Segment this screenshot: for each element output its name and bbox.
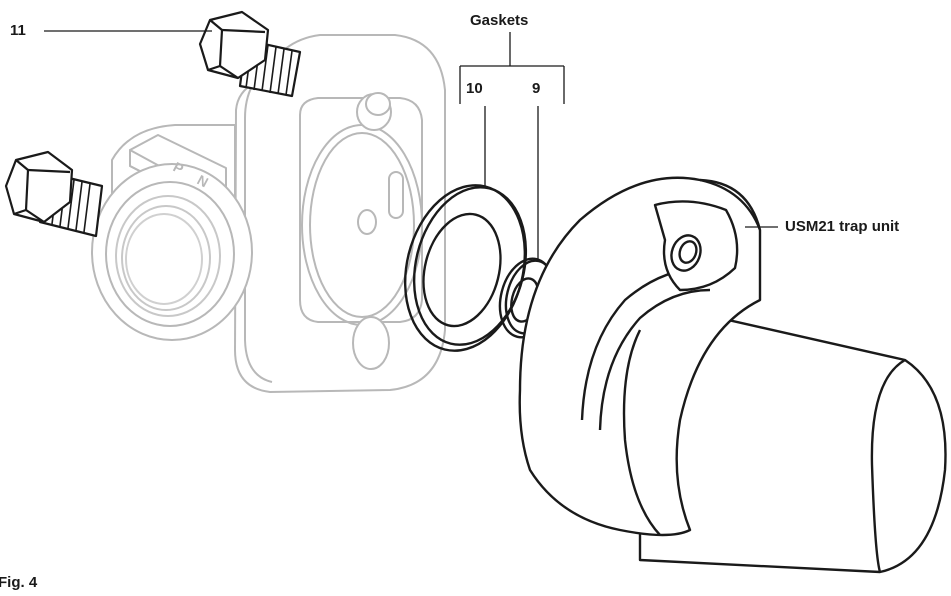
gaskets-bracket: [459, 32, 565, 104]
connector-flange: [234, 34, 446, 393]
bottom-hole: [352, 316, 390, 370]
label-trap-unit: USM21 trap unit: [785, 218, 900, 235]
label-gasket-9: 9: [532, 80, 541, 97]
bolt-head-upper: [198, 10, 270, 80]
threaded-port: [91, 163, 253, 341]
bolt-lower: [4, 150, 104, 238]
trap-cylinder: [638, 298, 947, 574]
label-part-11: 11: [10, 22, 26, 39]
label-gasket-10: 10: [466, 80, 483, 97]
bolt-upper: [198, 10, 302, 98]
figure-caption: Fig. 4: [0, 574, 38, 591]
connector-body: [91, 34, 446, 393]
lug-hole: [670, 234, 702, 272]
trap-unit: [518, 176, 947, 574]
slot: [388, 171, 404, 219]
bolt-head-lower: [4, 150, 74, 224]
center-hole: [357, 209, 377, 235]
leader-lines: [44, 30, 778, 260]
label-gaskets: Gaskets: [470, 12, 529, 29]
